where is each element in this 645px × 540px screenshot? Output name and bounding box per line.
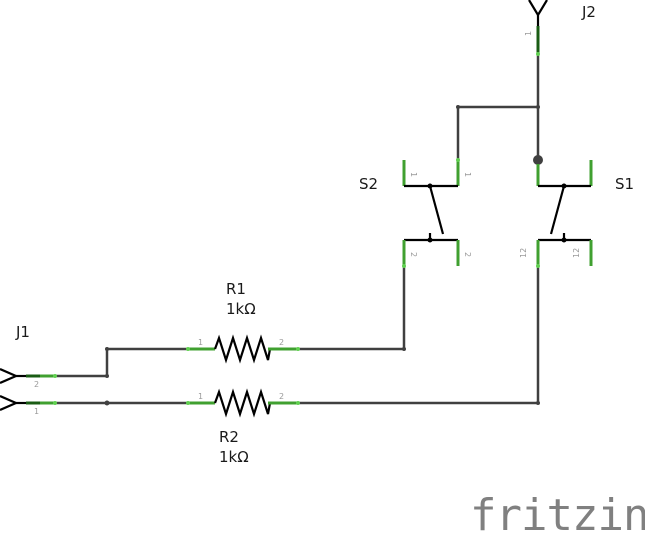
resistor-r1[interactable]: 1 2 R1 1kΩ [186, 280, 300, 364]
bend-dot [456, 105, 460, 109]
component-value-r2: 1kΩ [219, 448, 249, 466]
switch-lever-icon [428, 185, 445, 235]
bend-dot [402, 347, 406, 351]
pin-number: 12 [572, 248, 581, 258]
bend-dot [536, 401, 540, 405]
pin-number: 2 [409, 252, 418, 257]
pin-number: 12 [519, 248, 528, 258]
component-label-r1: R1 [226, 280, 246, 298]
connector-j2[interactable]: 1 J2 [524, 0, 596, 56]
wires [53, 52, 543, 406]
pin-number: 1 [463, 172, 472, 177]
junction-dot [533, 155, 543, 165]
pin-number: 1 [409, 172, 418, 177]
resistor-zigzag-icon [213, 388, 272, 418]
pin-number: 1 [198, 338, 203, 347]
bend-dot [105, 374, 109, 378]
switch-s2[interactable]: 1 1 2 2 S2 [359, 158, 472, 268]
component-label-s1: S1 [615, 175, 634, 193]
connector-arrow-icon [0, 394, 19, 412]
resistor-zigzag-icon [213, 334, 272, 364]
connector-arrow-icon [0, 367, 19, 385]
bend-dot [104, 400, 110, 406]
component-value-r1: 1kΩ [226, 300, 256, 318]
connector-arrow-icon [528, 0, 548, 18]
connector-j1[interactable]: 2 1 J1 [0, 323, 57, 416]
component-label-j1: J1 [15, 323, 30, 341]
pin-number: 2 [463, 252, 472, 257]
fritzing-logo: fritzing [470, 490, 645, 540]
pin-number: 1 [34, 407, 39, 416]
bend-dot [536, 105, 540, 109]
component-label-s2: S2 [359, 175, 378, 193]
pin-number: 2 [279, 338, 284, 347]
bend-dot [105, 347, 109, 351]
switch-s1[interactable]: 12 12 S1 [519, 160, 634, 268]
component-label-r2: R2 [219, 428, 239, 446]
pin-number: 1 [524, 31, 533, 36]
pin-number: 2 [34, 380, 39, 389]
pin-number: 2 [279, 392, 284, 401]
switch-lever-icon [549, 185, 566, 235]
pin-number: 1 [198, 392, 203, 401]
resistor-r2[interactable]: 1 2 R2 1kΩ [186, 388, 300, 466]
component-label-j2: J2 [581, 3, 596, 21]
